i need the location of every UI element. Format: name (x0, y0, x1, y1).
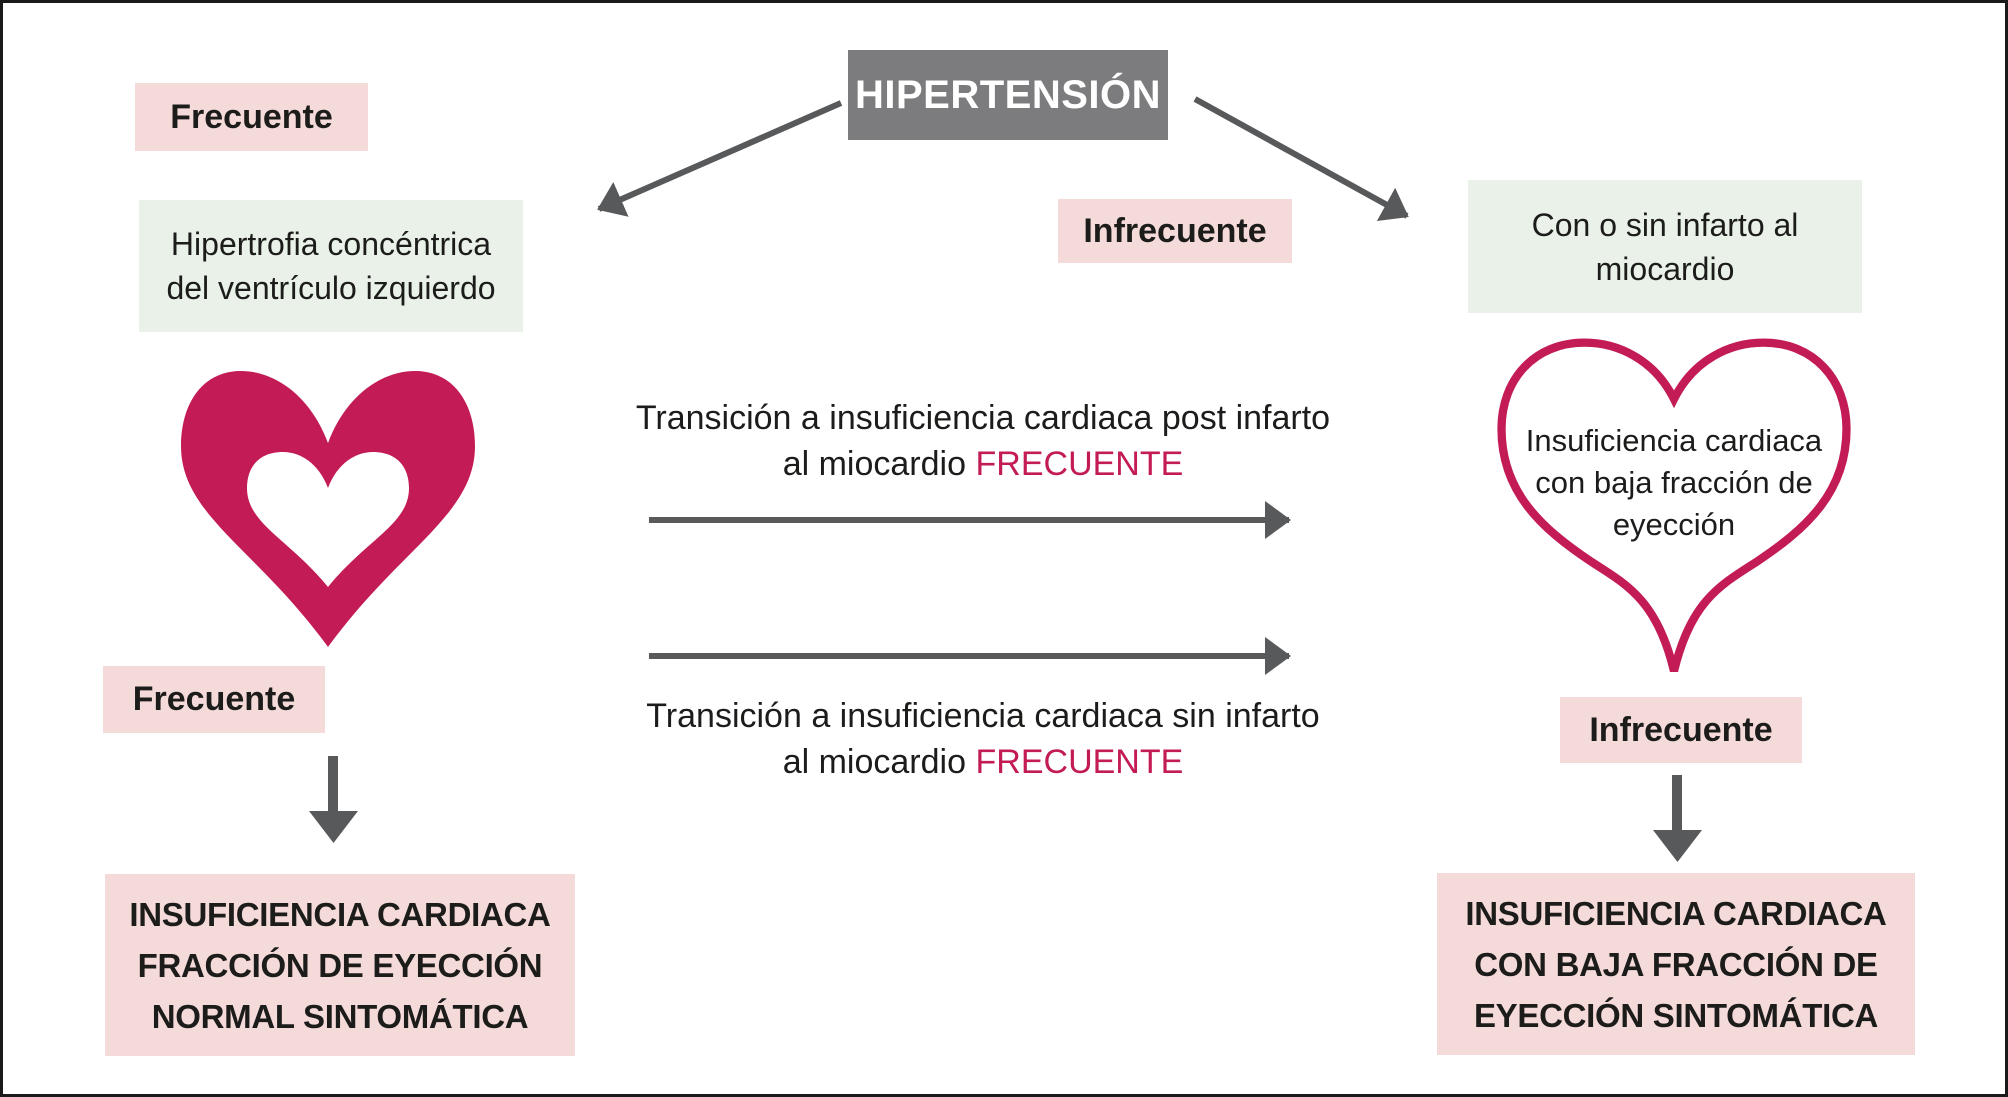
frequency-badge-top-left: Frecuente (135, 83, 368, 151)
outcome-node-hfref: INSUFICIENCIA CARDIACA CON BAJA FRACCIÓN… (1437, 873, 1915, 1055)
frequency-badge-bottom-left-label: Frecuente (132, 680, 296, 718)
condition-infarction-line2: miocardio (1595, 250, 1735, 287)
frequency-badge-top-left-label: Frecuente (170, 97, 333, 136)
down-arrow-left-icon (309, 756, 358, 843)
arrow-hypertension-to-hypertrophy (597, 100, 843, 217)
frequency-badge-bottom-right: Infrecuente (1560, 697, 1802, 763)
transition-caption-post-infarction: Transición a insuficiencia cardiaca post… (613, 395, 1353, 487)
dilated-heart-icon: Insuficiencia cardiaca con baja fracción… (1491, 336, 1857, 681)
transition-post-line1: Transición a insuficiencia cardiaca post… (635, 399, 1331, 437)
transition-no-highlight: FRECUENTE (975, 743, 1184, 781)
outcome-hfref-line3: EYECCIÓN SINTOMÁTICA (1473, 996, 1879, 1034)
outcome-hfref-line2: CON BAJA FRACCIÓN DE (1474, 945, 1878, 983)
condition-node-infarction: Con o sin infarto al miocardio (1468, 180, 1862, 313)
down-arrow-right-icon (1653, 775, 1702, 862)
frequency-badge-top-right: Infrecuente (1058, 199, 1292, 263)
transition-no-line2-prefix: al miocardio (782, 743, 966, 781)
condition-hypertrophy-line2: del ventrículo izquierdo (166, 270, 496, 306)
hypertension-label: HIPERTENSIÓN (854, 72, 1162, 117)
outcome-node-hfpef: INSUFICIENCIA CARDIACA FRACCIÓN DE EYECC… (105, 874, 575, 1056)
outcome-hfpef-line2: FRACCIÓN DE EYECCIÓN (137, 946, 543, 984)
condition-infarction-line1: Con o sin infarto al (1531, 206, 1799, 243)
frequency-badge-bottom-right-label: Infrecuente (1589, 710, 1773, 749)
transition-post-line2-prefix: al miocardio (782, 445, 966, 483)
condition-node-hypertrophy: Hipertrofia concéntrica del ventrículo i… (139, 200, 523, 332)
frequency-badge-bottom-left: Frecuente (103, 666, 325, 733)
outcome-hfpef-line1: INSUFICIENCIA CARDIACA (129, 895, 551, 933)
dilated-heart-caption-line1: Insuficiencia cardiaca (1525, 423, 1823, 458)
outcome-hfref-line1: INSUFICIENCIA CARDIACA (1465, 894, 1887, 932)
transition-caption-no-infarction: Transición a insuficiencia cardiaca sin … (613, 693, 1353, 785)
dilated-heart-caption: Insuficiencia cardiaca con baja fracción… (1491, 420, 1857, 546)
outcome-hfpef-line3: NORMAL SINTOMÁTICA (151, 997, 529, 1035)
dilated-heart-caption-line3: eyección (1612, 507, 1736, 542)
frequency-badge-top-right-label: Infrecuente (1083, 211, 1267, 250)
hypertension-node: HIPERTENSIÓN (848, 50, 1168, 140)
condition-hypertrophy-line1: Hipertrofia concéntrica (170, 226, 492, 262)
transition-no-line1: Transición a insuficiencia cardiaca sin … (646, 697, 1320, 735)
transition-post-highlight: FRECUENTE (975, 445, 1184, 483)
dilated-heart-caption-line2: con baja fracción de (1535, 465, 1813, 500)
concentric-hypertrophy-heart-icon (178, 353, 478, 653)
